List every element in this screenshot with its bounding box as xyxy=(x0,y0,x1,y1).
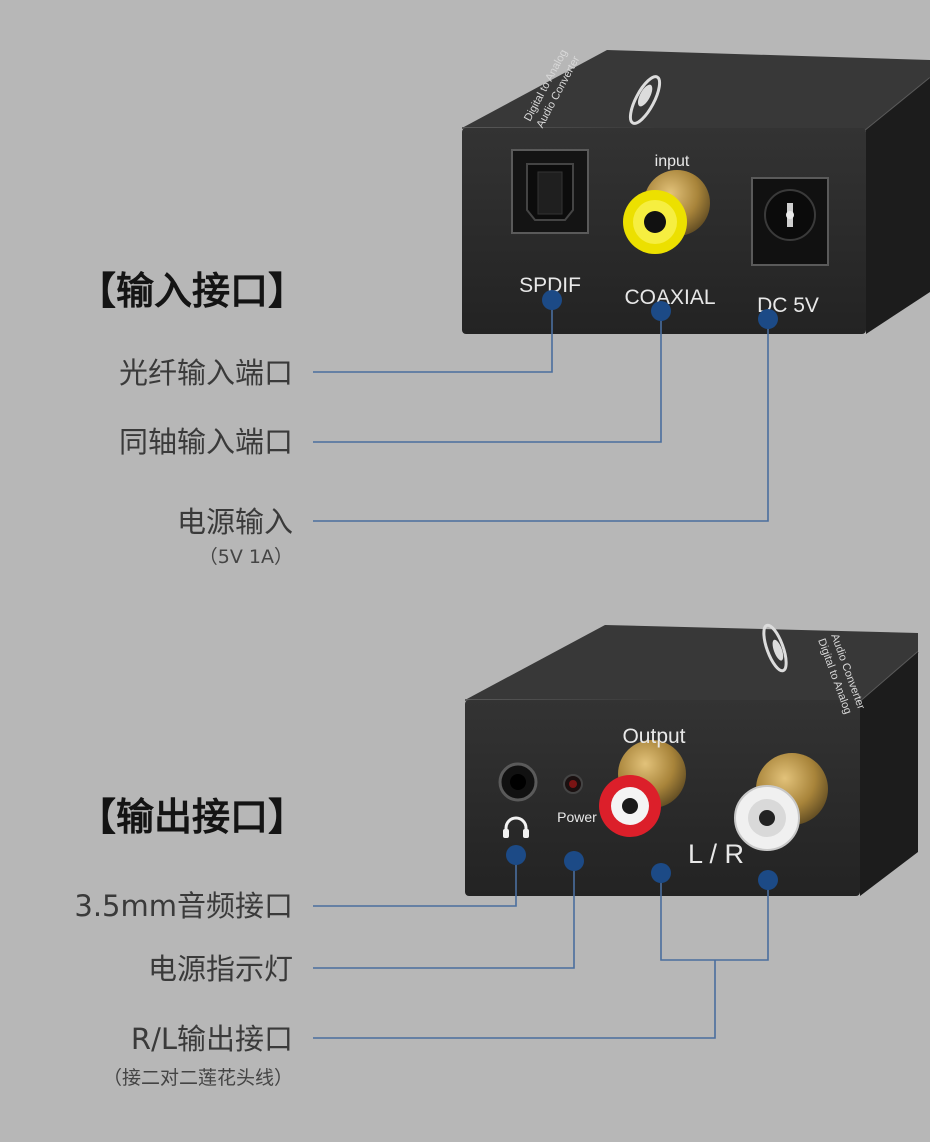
spdif-label: SPDIF xyxy=(519,274,581,297)
output-callouts xyxy=(313,845,778,1039)
power-led-label: Power xyxy=(557,809,597,825)
device-top-face xyxy=(462,50,930,130)
rl-output-note: （接二对二莲花头线） xyxy=(103,1067,293,1089)
input-callouts xyxy=(313,290,778,522)
callout-line-rl xyxy=(313,960,716,1039)
output-device: Digital to Analog Audio Converter Power xyxy=(464,623,919,896)
callout-line-power xyxy=(313,319,769,522)
callout-line-jack xyxy=(313,855,517,907)
rca-red-port xyxy=(599,740,686,837)
led-label: 电源指示灯 xyxy=(148,952,293,986)
callout-dot-jack xyxy=(506,845,526,865)
callout-line-led xyxy=(313,861,575,969)
callout-line-coaxial xyxy=(313,311,662,443)
power-led xyxy=(563,774,583,794)
rca-white-port xyxy=(734,753,828,851)
output-section-title: 【输出接口】 xyxy=(78,795,306,839)
dc-power-jack xyxy=(751,177,829,266)
callout-dot-optical xyxy=(542,290,562,310)
callout-dot-coaxial xyxy=(651,301,671,321)
lr-label: L / R xyxy=(688,839,744,869)
device-side-face xyxy=(860,652,918,896)
spdif-port xyxy=(511,149,589,234)
power-input-label: 电源输入 xyxy=(177,505,293,539)
device-side-face xyxy=(866,78,930,334)
headphone-icon xyxy=(503,816,529,838)
callout-dot-power xyxy=(758,309,778,329)
coaxial-port xyxy=(623,170,710,254)
input-device: Digital to Analog Audio Converter i xyxy=(461,48,930,334)
rl-output-label: R/L输出接口 xyxy=(131,1022,293,1056)
callout-dot-right xyxy=(758,870,778,890)
brand-logo xyxy=(628,75,662,125)
power-spec-note: （5V 1A） xyxy=(199,546,293,568)
output-port-header: Output xyxy=(622,725,685,748)
optical-input-label: 光纤输入端口 xyxy=(119,356,293,390)
input-port-header: input xyxy=(655,153,690,170)
device-top-face xyxy=(465,625,918,702)
headphone-jack xyxy=(498,762,538,802)
callout-line-optical xyxy=(313,300,553,373)
input-section-title: 【输入接口】 xyxy=(78,269,306,313)
callout-dot-left xyxy=(651,863,671,883)
coaxial-input-label: 同轴输入端口 xyxy=(119,425,293,459)
callout-dot-led xyxy=(564,851,584,871)
brand-logo xyxy=(762,623,788,673)
jack-label: 3.5mm音频接口 xyxy=(74,889,293,923)
coaxial-label: COAXIAL xyxy=(624,286,715,309)
